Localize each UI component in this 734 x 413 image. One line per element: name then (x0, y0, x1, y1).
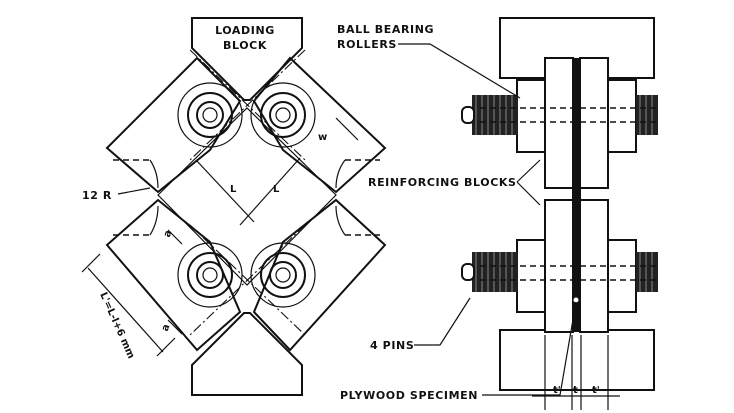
dim-line-a-upper (167, 229, 183, 245)
fillet-12r (335, 159, 346, 189)
plywood-specimen (572, 58, 581, 332)
lower-axle-right-thread (636, 252, 658, 292)
lower-left-collar (516, 239, 546, 313)
radius-leader (117, 187, 151, 195)
upper-right-arm (252, 56, 387, 194)
dim-label-a-lower: a (160, 323, 173, 333)
pins-label: 4 PINS (370, 339, 414, 352)
plywood-specimen-leader (482, 301, 577, 396)
dim-label-l-prime: L'=L-l+6 mm (97, 291, 136, 361)
thickness-extension-lines (544, 335, 609, 410)
upper-axle-right-thread (636, 95, 658, 135)
loading-block-label-line2: BLOCK (223, 39, 267, 52)
reinforcing-blocks-label: REINFORCING BLOCKS (368, 176, 517, 189)
roller-bottom-left (177, 242, 243, 308)
roller-bottom-right (250, 242, 316, 308)
plywood-specimen-label: PLYWOOD SPECIMEN (340, 389, 478, 402)
ball-bearing-leader (398, 43, 521, 99)
loading-block-label-line1: LOADING (215, 24, 275, 37)
dim-label-l-lower: L (273, 184, 280, 195)
roller-top-left (177, 82, 243, 148)
fillet-12r (149, 205, 159, 236)
reinforcing-leader-upper (516, 159, 541, 183)
fillet-12r (149, 159, 159, 189)
dim-line-l-upper (195, 159, 255, 223)
dim-label-w: w (318, 132, 327, 143)
ball-bearing-label-line2: ROLLERS (337, 38, 397, 51)
lower-left-reinforcing-block (544, 199, 574, 333)
pin-marker (573, 297, 579, 303)
lower-left-arm (105, 198, 242, 352)
dim-extension (156, 337, 176, 357)
dim-label-t: t (573, 385, 578, 396)
dim-line-a-lower (167, 319, 183, 335)
loading-block-bottom (191, 312, 303, 396)
upper-axle-hidden (480, 107, 660, 123)
dim-label-l-upper: L (230, 184, 237, 195)
dim-extension (81, 253, 101, 273)
pins-leader (414, 297, 471, 346)
dim-label-t-prime-left: t' (553, 385, 561, 396)
lower-axle-left-thread (461, 252, 518, 292)
lower-right-arm (252, 198, 387, 352)
front-view: LOADING BLOCK (81, 17, 387, 396)
dim-label-a-upper: a (162, 229, 175, 239)
centre-line (189, 49, 306, 161)
lower-axle-hidden (480, 265, 660, 281)
dim-label-t-prime-right: t' (592, 385, 600, 396)
dim-line-l-prime (87, 267, 164, 353)
upper-right-reinforcing-block (579, 57, 609, 189)
upper-left-collar (516, 79, 546, 153)
lower-right-collar (607, 239, 637, 313)
lower-frame-block (499, 329, 655, 391)
reinforcing-leader-lower (516, 181, 541, 206)
roller-top-right (250, 82, 316, 148)
dim-line-w (335, 117, 359, 141)
dim-line-l-lower (239, 157, 301, 226)
upper-axle-left-thread (461, 95, 518, 135)
upper-left-reinforcing-block (544, 57, 574, 189)
loading-block-top (191, 17, 303, 101)
ball-bearing-label-line1: BALL BEARING (337, 23, 434, 36)
upper-left-arm (105, 56, 242, 194)
radius-label: 12 R (82, 189, 112, 202)
side-view: BALL BEARING ROLLERS REINFORCING BLOCKS … (337, 17, 660, 410)
upper-right-collar (607, 79, 637, 153)
fillet-12r (335, 205, 346, 236)
